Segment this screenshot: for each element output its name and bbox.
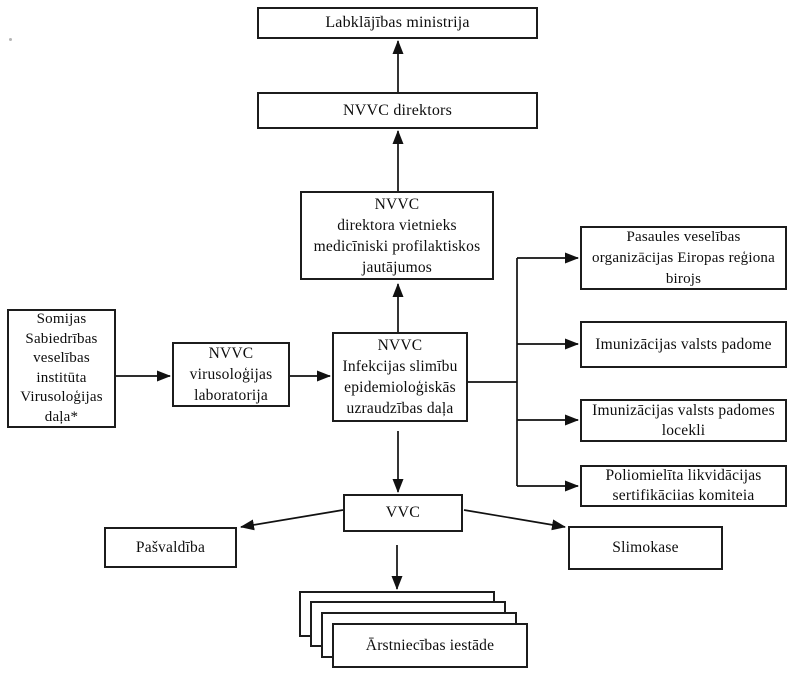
node-label-line: NVVC <box>208 345 254 362</box>
node-label-line: jautājumos <box>361 258 433 276</box>
node-label-line: medicīniski profilaktiskos <box>313 237 481 255</box>
node-label-line: organizācijas Eiropas reģiona <box>592 249 775 266</box>
node-label-line: Sabiedrības <box>25 330 98 347</box>
bracket-line <box>468 258 518 486</box>
node-label-line: Pasaules veselības <box>626 228 741 245</box>
node-label-line: institūta <box>36 369 87 386</box>
node-label-line: uzraudzības daļa <box>346 400 454 417</box>
node-label-line: NVVC <box>374 195 420 213</box>
arrow-vvc-to-pasvaldiba <box>240 509 344 531</box>
node-nvvc-direktors: NVVC direktors <box>257 92 547 137</box>
node-slimokase: Slimokase <box>568 526 732 578</box>
node-label-line: veselības <box>33 350 90 366</box>
node-label: VVC <box>385 504 421 521</box>
node-label-line: epidemioloģiskās <box>344 379 456 396</box>
node-label-line: NVVC <box>377 337 423 354</box>
node-arstniecibas-iestade: Ārstniecības iestāde <box>332 623 543 681</box>
node-label-line: laboratorija <box>194 387 268 404</box>
node-padomes-locekli: Imunizācijas valsts padomes locekli <box>580 399 796 450</box>
node-virusologijas-laboratorija: NVVC virusoloģijas laboratorija <box>172 342 299 415</box>
node-label-line: locekli <box>661 421 706 439</box>
node-poliomielita-komiteja: Poliomielīta likvidācijas sertifikāciias… <box>580 465 796 515</box>
scan-speck <box>9 38 12 41</box>
node-label-line: daļa* <box>44 408 79 425</box>
node-label-line: birojs <box>665 270 702 287</box>
node-label: Labklājības ministrija <box>325 14 470 31</box>
node-label-line: Somijas <box>36 311 87 327</box>
arrow-vvc-to-slimokase <box>463 509 566 531</box>
node-direktora-vietnieks: NVVC direktora vietnieks medicīniski pro… <box>300 191 503 288</box>
node-label-line: sertifikāciias komiteia <box>612 487 755 504</box>
node-label-line: virusoloģijas <box>189 366 273 383</box>
node-label: Slimokase <box>612 539 679 556</box>
node-vvc: VVC <box>343 494 472 540</box>
node-label: Ārstniecības iestāde <box>365 636 495 654</box>
node-imunizacijas-valsts-padome: Imunizācijas valsts padome <box>580 321 796 376</box>
node-label-line: direktora vietnieks <box>337 216 457 234</box>
node-label-line: Imunizācijas valsts padomes <box>592 401 775 419</box>
node-pasvaldiba: Pašvaldība <box>104 527 246 576</box>
node-epidemiologiskas-uzraudzibas-dala: NVVC Infekcijas slimību epidemioloģiskās… <box>332 332 477 430</box>
node-label: Imunizācijas valsts padome <box>595 335 772 353</box>
node-pvo-eiropas-regiona-birojs: Pasaules veselības organizācijas Eiropas… <box>580 226 796 298</box>
node-labklajibas-ministrija: Labklājības ministrija <box>257 7 547 47</box>
node-label-line: Infekcijas slimību <box>342 358 458 375</box>
node-somijas-instituts: Somijas Sabiedrības veselības institūta … <box>7 309 125 436</box>
node-label-line: Poliomielīta likvidācijas <box>605 467 762 484</box>
node-label-line: Virusoloģijas <box>20 389 103 405</box>
node-label: Pašvaldība <box>135 538 206 556</box>
node-label: NVVC direktors <box>342 101 452 119</box>
